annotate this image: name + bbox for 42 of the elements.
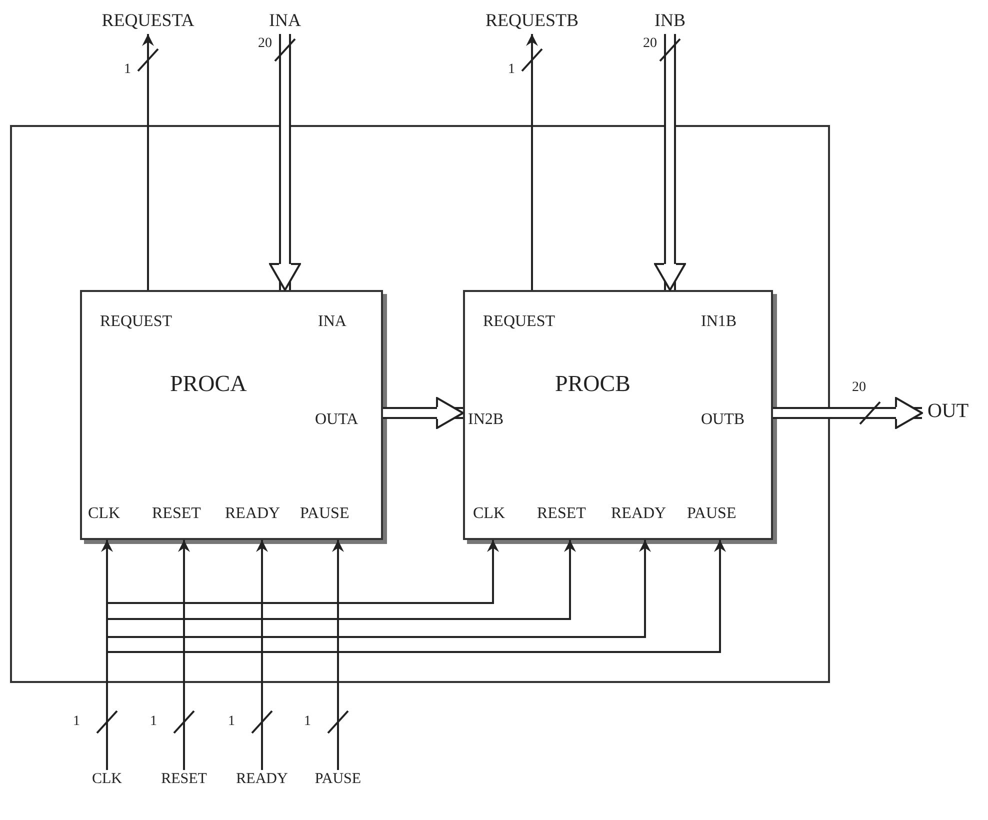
port-label: PAUSE [687,504,736,524]
port-label: REQUEST [100,312,172,332]
enclosure-box [10,125,830,683]
bus-arrow [383,397,464,429]
block-name: PROCA [170,370,247,398]
signal-label: REQUESTB [482,10,582,32]
signal-arrow [526,34,538,290]
port-label: INA [318,312,346,332]
edge-label: 1 [304,714,311,730]
signal-arrow [142,34,154,290]
edge-label: 20 [643,36,657,52]
signal-label: CLK [82,770,132,788]
port-label: IN1B [701,312,737,332]
edge-label: 1 [228,714,235,730]
port-label: RESET [537,504,586,524]
edge-label: 1 [73,714,80,730]
signal-label: PAUSE [311,770,365,788]
signal-label: INA [260,10,310,32]
edge-label: 1 [508,62,515,78]
port-label: OUTA [315,410,358,430]
signal-label: RESET [157,770,211,788]
port-label: REQUEST [483,312,555,332]
port-label: READY [611,504,666,524]
port-label: PAUSE [300,504,350,524]
bus-arrow [269,34,301,291]
port-label: CLK [88,504,120,524]
port-label: READY [225,504,280,524]
bus-arrow [773,397,923,429]
edge-label: 20 [852,380,866,396]
edge-label: 1 [124,62,131,78]
signal-label: READY [235,770,289,788]
bus-arrow [654,34,686,291]
port-label: OUTB [701,410,745,430]
edge-label: 20 [258,36,272,52]
edge-label: 1 [150,714,157,730]
port-label: CLK [473,504,505,524]
port-label: RESET [152,504,201,524]
port-label: IN2B [468,410,504,430]
signal-label: OUT [922,399,974,423]
block-name: PROCB [555,370,630,398]
signal-label: REQUESTA [98,10,198,32]
signal-label: INB [645,10,695,32]
